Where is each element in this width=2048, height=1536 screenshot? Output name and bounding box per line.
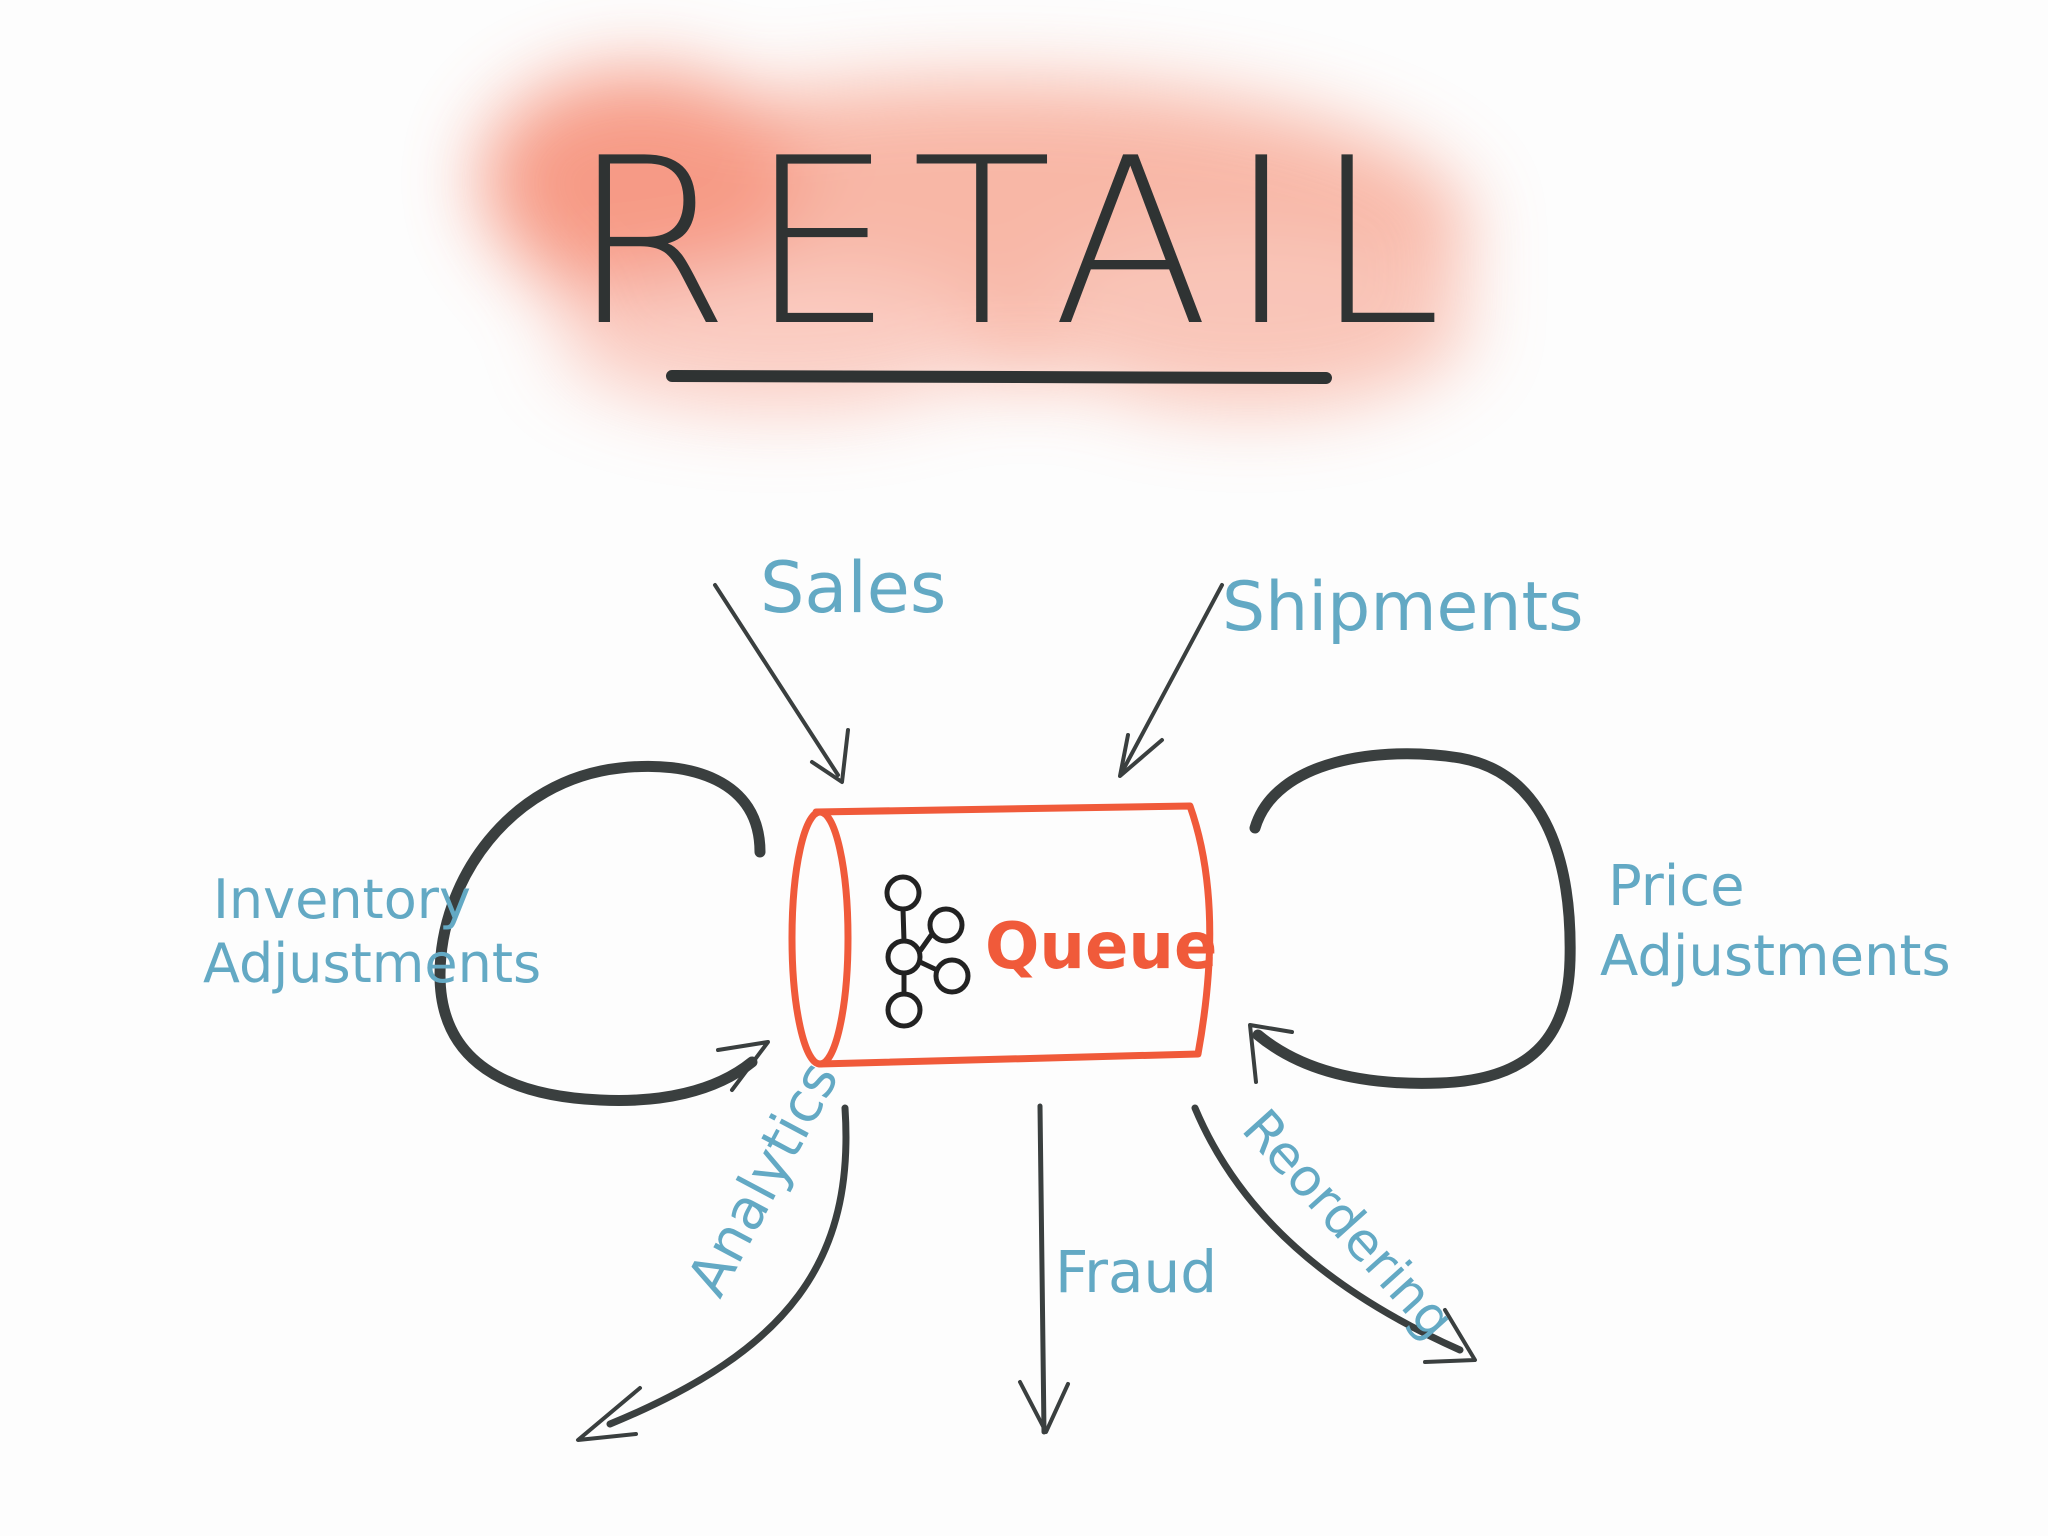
fraud-label: Fraud [1055, 1238, 1217, 1306]
reordering-label: Reordering [1230, 1099, 1465, 1351]
sales-label: Sales [760, 547, 946, 629]
kafka-icon [884, 874, 971, 1029]
shipments-arrow [1118, 583, 1224, 778]
price-label-line1: Price [1608, 854, 1745, 919]
inventory-loop-arrow [434, 760, 770, 1106]
shipments-label: Shipments [1222, 568, 1584, 647]
price-loop-arrow [1248, 748, 1576, 1089]
title-underline [666, 370, 1332, 384]
inventory-label-line1: Inventory [213, 868, 471, 931]
fraud-arrow [1018, 1103, 1070, 1435]
queue-label: Queue [985, 910, 1217, 984]
page-title: RETAIL [570, 110, 1459, 377]
reordering-arrow [1191, 1104, 1477, 1364]
price-label-line2: Adjustments [1600, 924, 1951, 989]
inventory-label-line2: Adjustments [203, 932, 541, 995]
queue-cylinder [788, 802, 1214, 1068]
analytics-arrow [576, 1104, 850, 1442]
sales-arrow [713, 583, 850, 784]
